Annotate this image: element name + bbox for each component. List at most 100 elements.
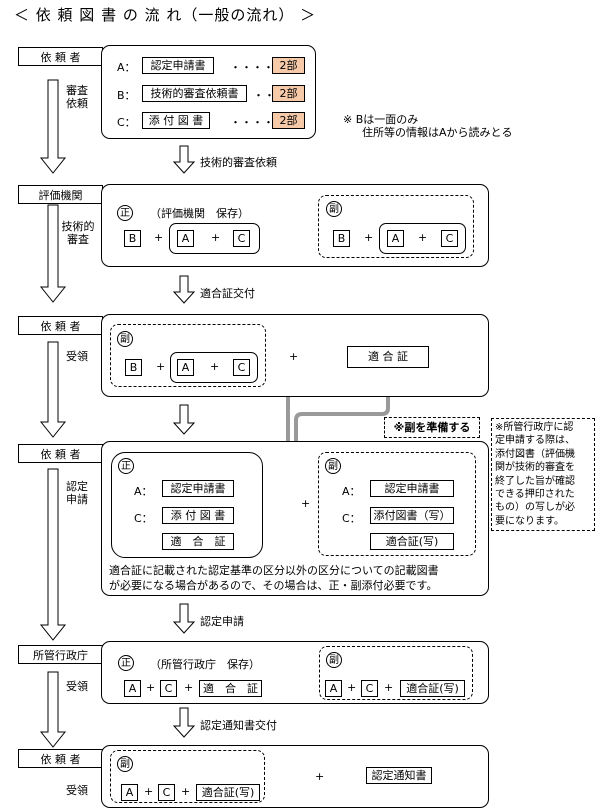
doc-application-form: 認定申請書 [370, 480, 454, 497]
label-line: 申請 [66, 493, 88, 506]
duplicate-mark: 副 [117, 756, 133, 772]
doc-application-form: 認定申請書 [142, 57, 214, 74]
plus-sign: + [184, 681, 194, 694]
label-certification-application: 認定 申請 [62, 480, 92, 506]
note-line: ※所管行政庁に認 [495, 422, 574, 433]
group-a-c [379, 223, 466, 254]
step-requester-3: 依 頼 者 [18, 444, 103, 463]
count-badge: 2部 [272, 57, 305, 74]
doc-compliance-certificate-copy: 適合証(写) [196, 784, 260, 801]
caption-agency-keeps: （所管行政庁 保存） [150, 658, 260, 671]
group-duplicate [110, 750, 265, 803]
row-letter-a: A： [134, 485, 153, 498]
doc-compliance-certificate-copy: 適合証(写) [370, 533, 454, 550]
duplicate-mark: 副 [325, 458, 341, 474]
count-badge: 2部 [272, 85, 305, 102]
label-line: 審査 [67, 233, 89, 246]
note-line: 要になります。 [495, 515, 564, 527]
doc-c: C [441, 230, 458, 247]
row-letter-a: A： [117, 61, 136, 74]
step-administrative-agency: 所管行政庁 [18, 645, 103, 664]
flow-label-certificate-issued: 適合証交付 [200, 287, 255, 300]
label-line: 技術的 [61, 220, 95, 233]
plus-sign: + [289, 350, 299, 363]
doc-a: A [121, 784, 138, 801]
plus-sign: + [181, 785, 191, 798]
note-additional-drawings: が必要になる場合があるので、その場合は、正・副添付必要です。 [109, 579, 438, 592]
flow-label-certification-application: 認定申請 [200, 615, 244, 628]
doc-c: C [233, 359, 250, 376]
note-line: 終了した旨が確認 [495, 475, 575, 487]
original-mark: 正 [117, 205, 133, 221]
duplicate-mark: 副 [326, 652, 342, 668]
note-b-one-side: ※ Bは一面のみ [343, 113, 419, 126]
doc-technical-review-request: 技術的審査依頼書 [142, 85, 247, 102]
flow-label-notice-issued: 認定通知書交付 [200, 719, 277, 732]
doc-a: A [325, 680, 342, 697]
duplicate-mark: 副 [326, 201, 342, 217]
plus-sign: + [146, 681, 156, 694]
doc-attached-drawings-copy: 添付図書（写） [370, 507, 454, 524]
plus-sign: + [210, 360, 220, 373]
row-letter-c: C： [134, 512, 153, 525]
row-letter-b: B： [117, 89, 136, 102]
plus-sign: + [301, 497, 311, 510]
doc-a: A [177, 230, 194, 247]
label-review-request: 審査 依頼 [62, 84, 92, 110]
step-evaluation-agency: 評価機関 [18, 185, 103, 204]
doc-compliance-certificate: 適 合 証 [199, 680, 262, 697]
row-letter-a: A： [342, 485, 361, 498]
group-a-c [170, 352, 258, 383]
group-duplicate [110, 324, 266, 387]
doc-attached-drawings: 添 付 図 書 [162, 507, 234, 524]
plus-sign: + [384, 681, 394, 694]
label-received: 受領 [66, 680, 88, 693]
plus-sign: + [144, 785, 154, 798]
doc-c: C [158, 784, 175, 801]
label-line: 依頼 [66, 97, 88, 110]
count-badge: 2部 [272, 112, 305, 129]
note-line: もの）の写しが必 [495, 502, 575, 514]
original-mark: 正 [118, 655, 134, 671]
note-line: できる押印された [495, 489, 575, 501]
group-duplicate [318, 452, 476, 556]
plus-sign: + [418, 231, 428, 244]
doc-b: B [333, 230, 350, 247]
note-additional-drawings: 適合証に記載された認定基準の区分以外の区分についての記載図書 [109, 564, 439, 577]
doc-c: C [361, 680, 378, 697]
original-mark: 正 [118, 458, 134, 474]
doc-certification-notice: 認定通知書 [366, 767, 432, 784]
side-note-attached-copy: ※所管行政庁に認 定申請する際は、 添付図書（評価機 関が技術的審査を 終了した… [491, 418, 595, 531]
step-requester-1: 依 頼 者 [18, 47, 103, 66]
doc-compliance-certificate-copy: 適合証(写) [400, 680, 465, 697]
flow-label-technical-review-request: 技術的審査依頼 [200, 156, 277, 169]
group-duplicate [318, 195, 474, 258]
doc-a: A [177, 359, 194, 376]
row-letter-c: C： [117, 116, 136, 129]
doc-c: C [233, 230, 250, 247]
doc-attached-drawings: 添 付 図 書 [142, 112, 210, 129]
doc-b: B [124, 230, 141, 247]
step-requester-4: 依 頼 者 [18, 749, 103, 768]
callout-prepare-duplicate: ※副を準備する [384, 417, 480, 438]
doc-compliance-certificate: 適 合 証 [347, 346, 429, 368]
plus-sign: + [347, 681, 357, 694]
label-technical-review: 技術的 審査 [60, 220, 96, 246]
doc-c: C [160, 680, 177, 697]
group-a-c [169, 223, 260, 254]
doc-a: A [124, 680, 141, 697]
plus-sign: + [211, 231, 221, 244]
note-line: 関が技術的審査を [495, 462, 575, 474]
group-duplicate [319, 646, 473, 700]
label-line: 審査 [66, 84, 88, 97]
plus-sign: + [364, 231, 374, 244]
label-received: 受領 [66, 350, 88, 363]
plus-sign: + [154, 231, 164, 244]
doc-application-form: 認定申請書 [162, 480, 234, 497]
row-dots: ・・ [253, 89, 275, 102]
note-line: 定申請する際は、 [495, 435, 575, 447]
plus-sign: + [156, 360, 166, 373]
row-letter-c: C： [342, 512, 361, 525]
label-received: 受領 [66, 784, 88, 797]
doc-b: B [125, 359, 142, 376]
